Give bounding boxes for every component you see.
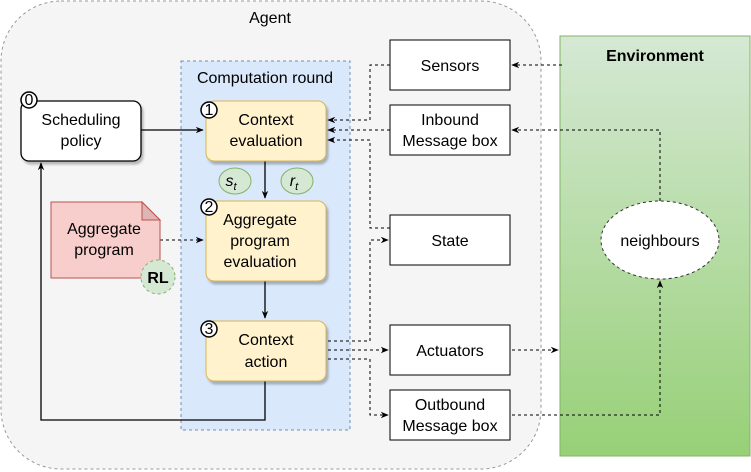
- edge-sensors-to-context-eval: [327, 64, 390, 124]
- aggregate-eval-line-2: program: [230, 233, 290, 250]
- edge-context-action-to-scheduling: [37, 162, 266, 421]
- edge-context-action-to-outbound: [328, 358, 389, 419]
- reward-signal: rt: [280, 167, 314, 195]
- step-badge-0: [20, 91, 38, 109]
- step-badge-0-label: 0: [25, 92, 34, 109]
- inbound-message-box-node[interactable]: Inbound Message box: [389, 104, 511, 156]
- inbound-line-2: Message box: [402, 133, 497, 150]
- rl-badge-label: RL: [147, 270, 169, 287]
- context-action-line-1: Context: [238, 332, 294, 349]
- scheduling-policy-node[interactable]: Scheduling policy 0: [20, 91, 142, 162]
- step-badge-2-label: 2: [205, 199, 214, 216]
- edge-outbound-to-neighbours: [512, 280, 664, 416]
- aggregate-program-evaluation-node[interactable]: Aggregate program evaluation 2: [200, 198, 327, 282]
- state-node[interactable]: State: [389, 214, 511, 266]
- aggregate-eval-line-1: Aggregate: [223, 212, 297, 229]
- aggregate-program-line-2: program: [74, 242, 134, 259]
- computation-round-title: Computation round: [197, 70, 333, 87]
- context-action-line-2: action: [245, 354, 288, 371]
- environment-title: Environment: [606, 48, 704, 65]
- step-badge-1-label: 1: [205, 102, 214, 119]
- scheduling-policy-line-1: Scheduling: [41, 112, 120, 129]
- reward-signal-symbol: r: [290, 173, 296, 190]
- state-signal: st: [218, 167, 252, 195]
- context-evaluation-line-1: Context: [238, 112, 294, 129]
- step-badge-2: [200, 198, 218, 216]
- aggregate-eval-line-3: evaluation: [224, 254, 297, 271]
- edge-context-action-to-state: [328, 236, 389, 342]
- context-evaluation-node[interactable]: Context evaluation 1: [200, 100, 327, 162]
- step-badge-3-label: 3: [205, 321, 214, 338]
- step-badge-3: [200, 320, 218, 338]
- state-signal-symbol: s: [225, 173, 233, 190]
- outbound-message-box-node[interactable]: Outbound Message box: [389, 389, 511, 441]
- svg-text:st: st: [225, 173, 237, 193]
- reward-signal-subscript: t: [295, 181, 299, 193]
- actuators-label: Actuators: [416, 343, 484, 360]
- context-action-node[interactable]: Context action 3: [200, 320, 327, 382]
- edge-state-to-context-eval: [327, 136, 390, 229]
- outbound-line-2: Message box: [402, 418, 497, 435]
- inbound-line-1: Inbound: [421, 112, 479, 129]
- state-label: State: [431, 233, 468, 250]
- scheduling-policy-line-2: policy: [61, 133, 102, 150]
- rl-badge: RL: [140, 259, 176, 295]
- step-badge-1: [200, 101, 218, 119]
- edge-neighbours-to-inbound: [511, 126, 661, 201]
- aggregate-program-line-1: Aggregate: [67, 221, 141, 238]
- context-evaluation-line-2: evaluation: [230, 133, 303, 150]
- svg-text:rt: rt: [290, 173, 299, 193]
- actuators-node[interactable]: Actuators: [389, 324, 511, 376]
- neighbours-node[interactable]: neighbours: [600, 200, 720, 280]
- outbound-line-1: Outbound: [415, 397, 485, 414]
- aggregate-program-node[interactable]: Aggregate program: [50, 200, 162, 279]
- sensors-node[interactable]: Sensors: [389, 39, 511, 91]
- neighbours-label: neighbours: [620, 233, 699, 250]
- state-signal-subscript: t: [233, 181, 237, 193]
- agent-title: Agent: [249, 10, 291, 27]
- sensors-label: Sensors: [421, 58, 480, 75]
